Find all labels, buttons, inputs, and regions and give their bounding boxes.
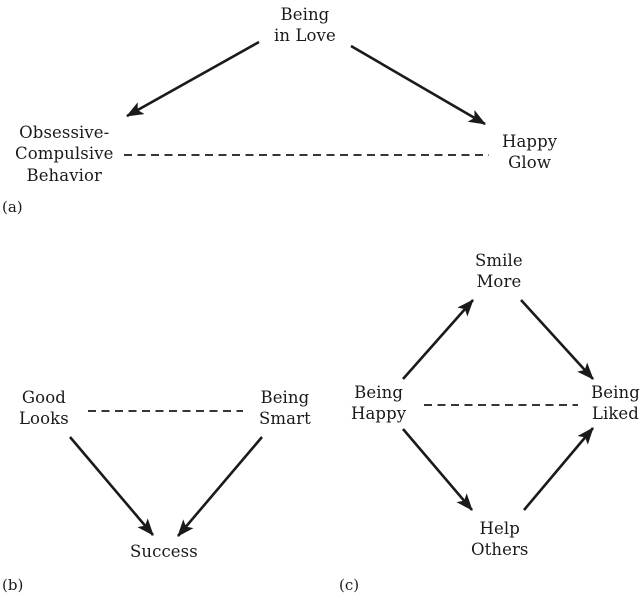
node-label-being-happy: Being Happy <box>351 383 407 424</box>
node-label-success: Success <box>130 542 198 561</box>
node-label-being-smart: Being Smart <box>259 388 311 429</box>
causal-arrow <box>350 44 486 126</box>
causal-arrow <box>520 299 594 380</box>
panel-tag-1: (b) <box>2 576 24 594</box>
node-label-good-looks: Good Looks <box>19 388 69 429</box>
node-label-help-others: Help Others <box>471 519 529 560</box>
node-label-smile-more: Smile More <box>475 251 523 292</box>
causal-arrow <box>523 427 594 511</box>
node-label-being-in-love: Being in Love <box>274 5 336 46</box>
panel-tag-2: (c) <box>339 576 360 594</box>
panel-tag-0: (a) <box>2 198 23 216</box>
node-label-happy-glow: Happy Glow <box>502 132 558 173</box>
causal-arrow <box>177 436 263 537</box>
node-label-being-liked: Being Liked <box>591 383 640 424</box>
node-label-obsessive-compulsive-behavior: Obsessive- Compulsive Behavior <box>15 123 114 185</box>
causal-arrow <box>402 299 474 380</box>
causal-arrow <box>126 40 260 118</box>
causal-arrow <box>69 436 154 536</box>
causal-arrow <box>402 428 473 511</box>
